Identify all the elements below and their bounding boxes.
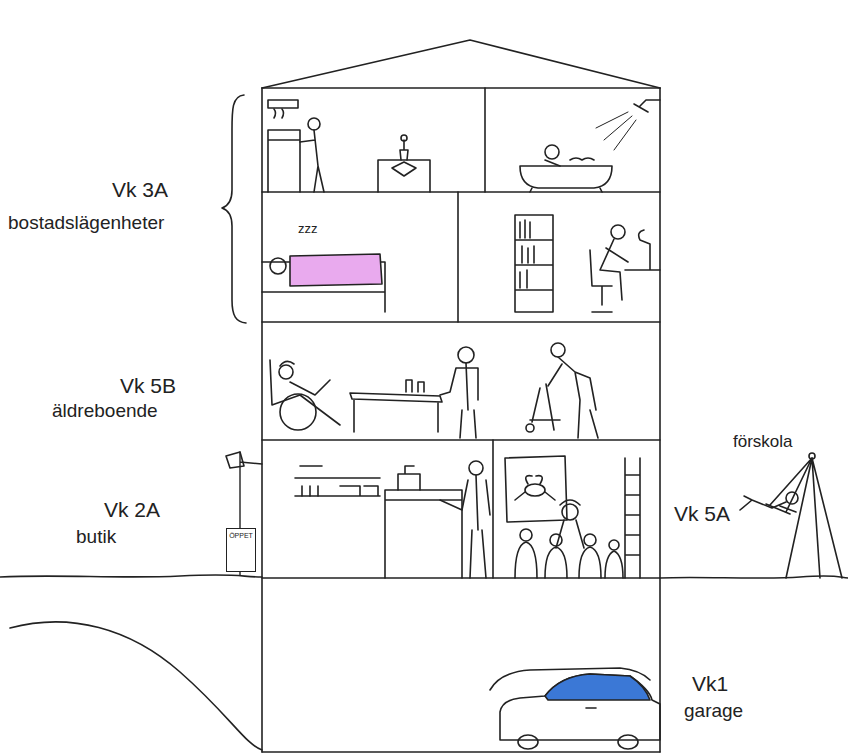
kitchen-scene (268, 100, 430, 192)
zone-code: Vk 2A (104, 498, 160, 522)
ground-line (0, 575, 848, 750)
zone-name: bostadslägenheter (8, 212, 164, 234)
study-scene (515, 215, 660, 312)
open-sign: ÖPPET (226, 528, 256, 572)
bath-scene (520, 100, 660, 192)
zone-code: Vk 3A (112, 178, 168, 202)
zone-name: garage (684, 700, 743, 722)
zone-name: butik (76, 526, 116, 548)
zone-code: Vk 5B (120, 374, 176, 398)
sign-text: ÖPPET (227, 532, 255, 540)
sleep-symbol: zzz (298, 222, 318, 237)
bracket (222, 95, 246, 323)
swing-scene (740, 453, 842, 578)
zone-name: äldreboende (52, 400, 158, 422)
elderly-scene (270, 343, 598, 438)
zone-name: förskola (733, 432, 793, 452)
zone-code: Vk 5A (674, 502, 730, 526)
shop-scene (226, 452, 490, 578)
preschool-scene (505, 456, 640, 578)
car (490, 668, 660, 749)
building-outline (262, 40, 660, 752)
bed-scene (262, 254, 385, 312)
zone-code: Vk1 (692, 672, 728, 696)
